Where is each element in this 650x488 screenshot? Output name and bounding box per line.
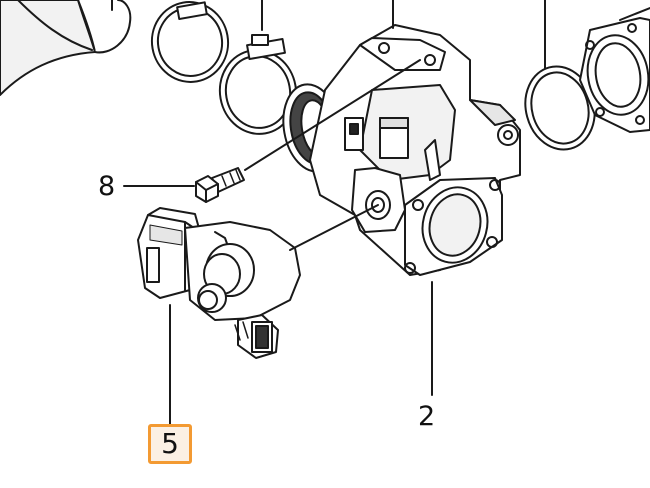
leader-lines xyxy=(111,0,546,426)
leader-line-valve-axis xyxy=(289,204,379,251)
idle-air-control-valve xyxy=(137,207,301,359)
adapter-plate xyxy=(579,7,650,133)
bolt xyxy=(195,167,245,203)
callout-label-8: 8 xyxy=(98,171,116,202)
leader-line-bolt-axis xyxy=(244,59,421,171)
hose-clamp-upper xyxy=(150,1,230,83)
hose-clamp-lower xyxy=(218,34,298,135)
intake-hose xyxy=(0,0,132,96)
throttle-body xyxy=(309,24,521,276)
callout-label-2: 2 xyxy=(418,401,436,432)
callout-label-5-highlighted[interactable]: 5 xyxy=(148,424,192,464)
